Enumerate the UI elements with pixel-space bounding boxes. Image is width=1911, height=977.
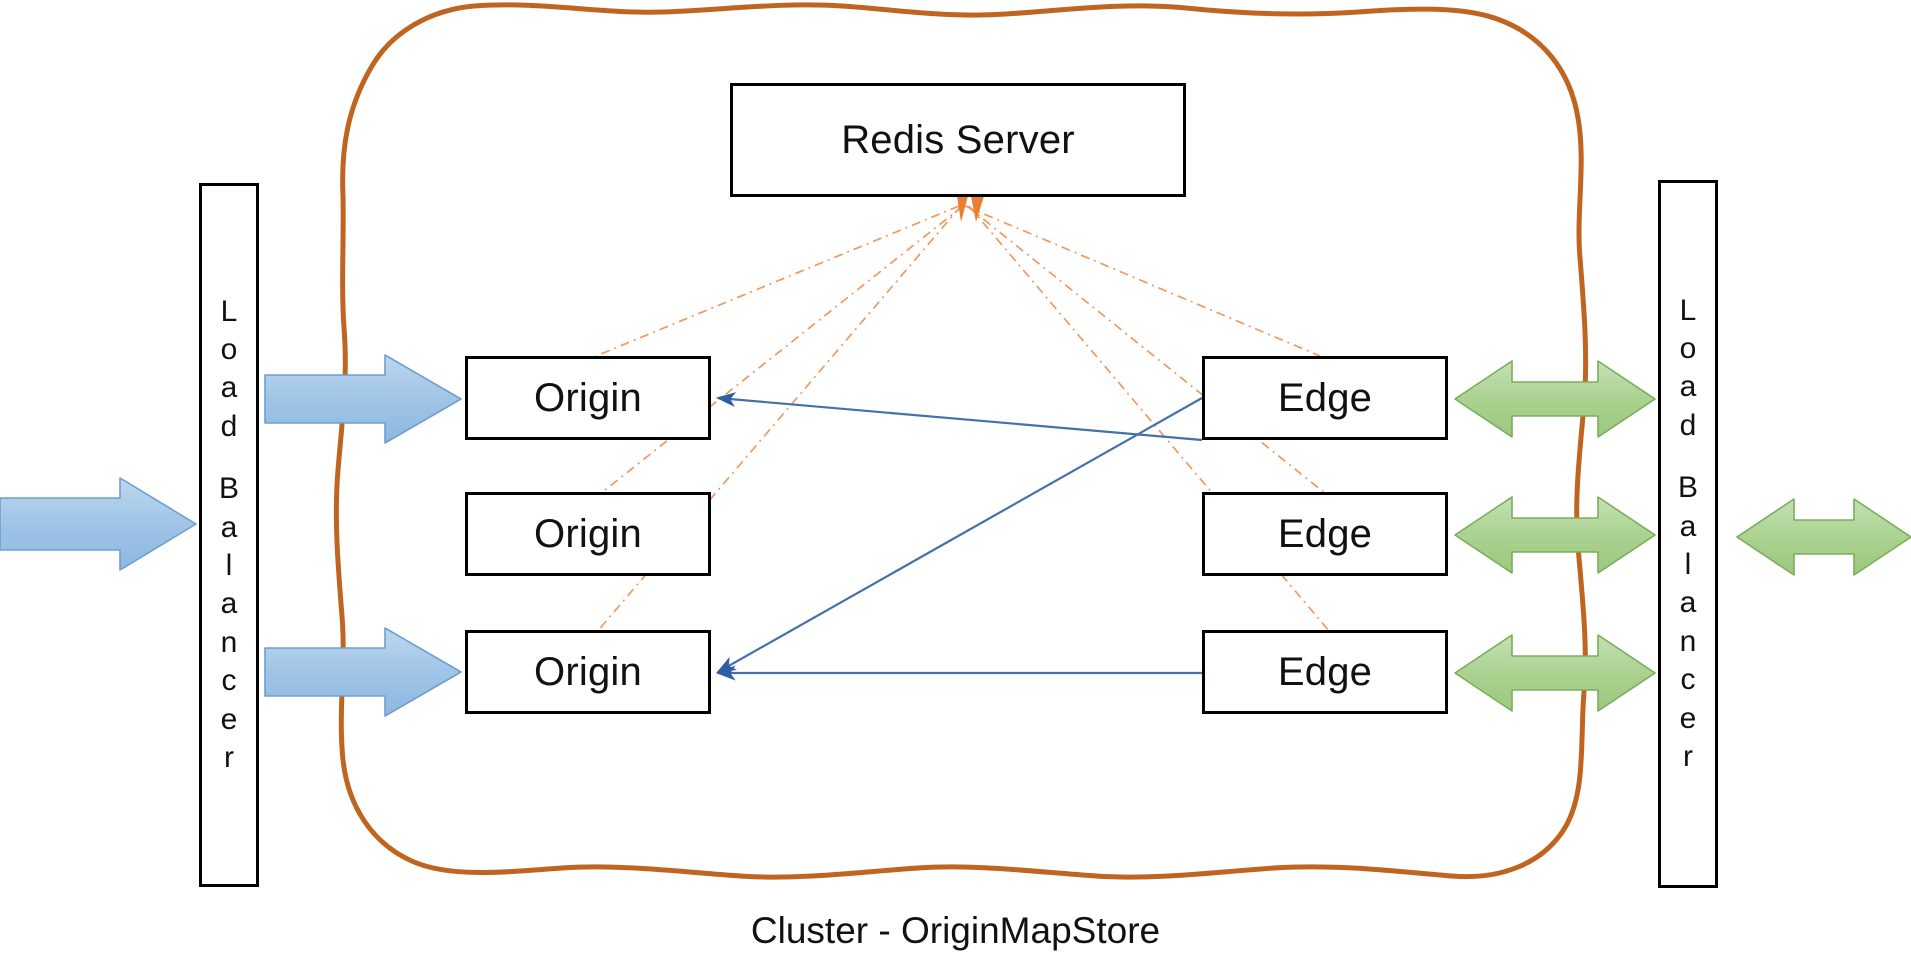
lb-left-letter-6: l: [225, 549, 233, 582]
cluster-caption: Cluster - OriginMapStore: [0, 910, 1911, 952]
lb-right-letter-11: r: [1682, 739, 1693, 773]
client-egress-arrow: [1736, 498, 1911, 576]
load-balancer-left[interactable]: L o a d B a l a n c e r: [199, 183, 259, 887]
redis-link-origin-3: [594, 205, 964, 499]
lb-right-letter-3: d: [1679, 408, 1697, 442]
lb-left-letter-11: r: [223, 740, 234, 774]
redis-link-origin-1: [595, 205, 960, 357]
lb-left-letter-2: a: [220, 371, 238, 405]
load-balancer-right[interactable]: L o a d B a l a n c e r: [1658, 180, 1718, 888]
edge-to-lb-arrow-2: [1454, 496, 1656, 574]
link-edge1-to-origin3: [716, 397, 1203, 674]
edge-node-2[interactable]: Edge: [1202, 492, 1448, 576]
lb-left-letter-8: n: [220, 625, 238, 659]
edge-to-origin-links: [715, 392, 1203, 681]
redis-server-node[interactable]: Redis Server: [730, 83, 1186, 197]
origin-node-2[interactable]: Origin: [465, 492, 711, 576]
lb-left-letter-10: e: [220, 702, 238, 736]
redis-link-edge-1: [964, 205, 1321, 357]
origin-node-1[interactable]: Origin: [465, 356, 711, 440]
lb-to-origin-arrow-top: [264, 354, 462, 444]
lb-right-letter-5: a: [1679, 509, 1697, 543]
lb-right-letter-6: l: [1684, 548, 1692, 581]
lb-right-letter-7: a: [1679, 586, 1697, 620]
redis-link-edge-2: [966, 205, 1327, 495]
origin-node-3-label: Origin: [534, 650, 642, 694]
origin-node-1-label: Origin: [534, 376, 642, 420]
lb-to-origin-arrow-bottom: [264, 627, 462, 717]
lb-right-letter-2: a: [1679, 370, 1697, 404]
cluster-caption-text: Cluster - OriginMapStore: [750, 910, 1161, 951]
lb-right-letter-9: c: [1680, 663, 1696, 697]
edge-node-3[interactable]: Edge: [1202, 630, 1448, 714]
edge-node-2-label: Edge: [1277, 512, 1373, 556]
edge-node-1-label: Edge: [1277, 376, 1373, 420]
edge-to-lb-arrow-3: [1454, 634, 1656, 712]
origin-node-3[interactable]: Origin: [465, 630, 711, 714]
lb-right-letter-10: e: [1679, 701, 1697, 735]
edge-node-1[interactable]: Edge: [1202, 356, 1448, 440]
lb-left-letter-3: d: [220, 409, 238, 443]
lb-left-letter-4: B: [218, 472, 239, 506]
lb-left-letter-5: a: [220, 510, 238, 544]
lb-right-letter-0: L: [1679, 293, 1697, 327]
client-ingress-arrow: [0, 477, 197, 571]
lb-left-letter-0: L: [220, 294, 238, 328]
lb-right-letter-8: n: [1679, 624, 1697, 658]
load-balancer-right-letters: L o a d B a l a n c e r: [1678, 292, 1698, 777]
edge-node-3-label: Edge: [1277, 650, 1373, 694]
redis-link-arrowheads: [957, 196, 984, 222]
lb-left-letter-1: o: [220, 333, 238, 367]
redis-server-label: Redis Server: [841, 118, 1075, 162]
lb-right-letter-1: o: [1679, 332, 1697, 366]
lb-right-letter-4: B: [1677, 471, 1698, 505]
load-balancer-left-letters: L o a d B a l a n c e r: [219, 293, 239, 778]
link-edge2-to-origin1: [715, 392, 1203, 442]
edge-to-lb-arrow-1: [1454, 360, 1656, 438]
lb-left-letter-7: a: [220, 587, 238, 621]
lb-left-letter-9: c: [221, 664, 237, 698]
origin-node-2-label: Origin: [534, 512, 642, 556]
